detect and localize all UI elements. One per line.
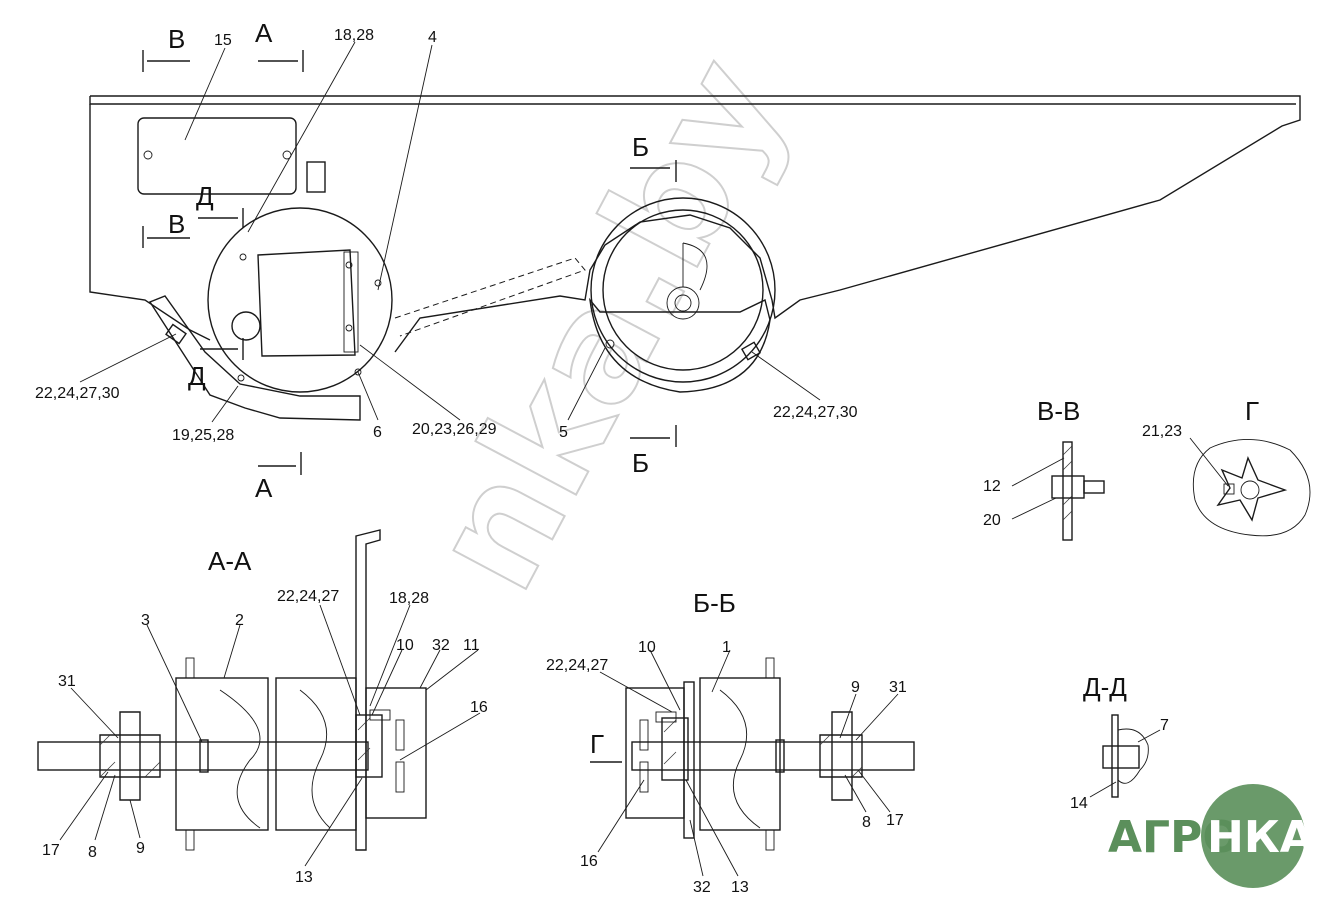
callout-17-aa: 17 — [42, 842, 60, 859]
callout-19-25-28: 19,25,28 — [172, 427, 234, 444]
callout-12: 12 — [983, 478, 1001, 495]
callout-18-28-aa: 18,28 — [389, 590, 429, 607]
callout-22-24-27-bb: 22,24,27 — [546, 657, 608, 674]
section-mark-d-bottom: Д — [188, 361, 206, 391]
callout-11: 11 — [463, 637, 480, 654]
callout-32-aa: 32 — [432, 637, 450, 654]
callout-9-bb: 9 — [851, 679, 860, 696]
section-mark-a-bottom: А — [255, 473, 273, 503]
callout-10-aa: 10 — [396, 637, 414, 654]
section-title-aa: А-А — [208, 546, 252, 576]
callout-18-28-top: 18,28 — [334, 27, 374, 44]
callout-32-bb: 32 — [693, 879, 711, 896]
section-title-g: Г — [1245, 396, 1259, 426]
section-aa: А-А — [37, 529, 488, 886]
callouts-side: 15 18,28 4 22,24,27,30 19,25,28 6 20,23,… — [35, 27, 858, 444]
callout-16-aa: 16 — [470, 699, 488, 716]
section-bb: Б-Б Г 22,24, — [546, 588, 915, 896]
section-mark-g-arrow: Г — [590, 729, 604, 759]
callout-22-24-27-aa: 22,24,27 — [277, 588, 339, 605]
callout-1: 1 — [722, 639, 731, 656]
section-mark-b-top: Б — [632, 132, 649, 162]
callout-8-aa: 8 — [88, 844, 97, 861]
callout-14: 14 — [1070, 795, 1088, 812]
callout-10-bb: 10 — [638, 639, 656, 656]
leader-lines-side — [79, 41, 821, 423]
callout-31-bb: 31 — [889, 679, 907, 696]
callout-15: 15 — [214, 32, 232, 49]
callout-8-bb: 8 — [862, 814, 871, 831]
logo-circle — [1201, 784, 1305, 888]
callout-22-24-27-30-right: 22,24,27,30 — [773, 404, 858, 421]
callout-31-aa: 31 — [58, 673, 76, 690]
callout-16-bb: 16 — [580, 853, 598, 870]
callout-3: 3 — [141, 612, 150, 629]
callout-21-23: 21,23 — [1142, 423, 1182, 440]
section-mark-a-top: А — [255, 18, 273, 48]
callout-4: 4 — [428, 29, 437, 46]
callout-20-23-26-29: 20,23,26,29 — [412, 421, 497, 438]
section-title-dd: Д-Д — [1083, 672, 1127, 702]
watermark-text: nka.by — [398, 32, 819, 617]
callout-22-24-27-30-left: 22,24,27,30 — [35, 385, 120, 402]
side-view — [89, 95, 1301, 421]
section-vv: В-В 12 20 — [983, 396, 1105, 541]
section-title-bb: Б-Б — [693, 588, 736, 618]
view-g: Г 21,23 — [1142, 396, 1311, 537]
section-mark-b-bottom: Б — [632, 448, 649, 478]
section-title-vv: В-В — [1037, 396, 1080, 426]
callout-17-bb: 17 — [886, 812, 904, 829]
callout-2: 2 — [235, 612, 244, 629]
callout-5: 5 — [559, 424, 568, 441]
section-mark-d-top: Д — [196, 181, 214, 211]
logo-text-agro: АГРО — [1108, 812, 1240, 863]
callout-7: 7 — [1160, 717, 1169, 734]
callout-20: 20 — [983, 512, 1001, 529]
section-dd: Д-Д 7 14 — [1070, 672, 1169, 812]
callout-6: 6 — [373, 424, 382, 441]
section-marks: В А Б Д В Д Б А — [142, 18, 677, 503]
callout-9-aa: 9 — [136, 840, 145, 857]
callout-13-bb: 13 — [731, 879, 749, 896]
section-mark-v-top: В — [168, 24, 185, 54]
callout-13-aa: 13 — [295, 869, 313, 886]
logo-text-nka: НКА — [1207, 812, 1314, 863]
agronka-logo: АГРО НКА — [1108, 784, 1314, 888]
section-mark-v-mid: В — [168, 209, 185, 239]
